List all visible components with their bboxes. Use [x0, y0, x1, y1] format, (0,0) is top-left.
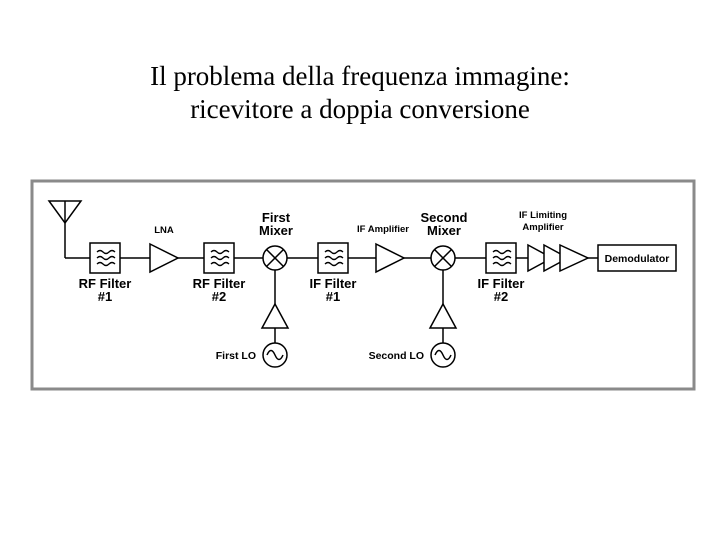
if-filter-1-icon	[317, 242, 349, 274]
if-filter-2-label: IF Filter	[478, 276, 525, 291]
rf-filter-1-icon	[89, 242, 121, 274]
slide-title: Il problema della frequenza immagine: ri…	[0, 60, 720, 126]
title-line-2: ricevitore a doppia conversione	[190, 94, 530, 124]
diagram-frame	[30, 179, 696, 391]
second-lo-label: Second LO	[369, 350, 424, 362]
if-amplifier-icon	[375, 242, 406, 274]
first-lo-label: First LO	[216, 350, 256, 362]
rf-filter-2-label: RF Filter	[193, 276, 246, 291]
if-limiting-amplifier-label-2: Amplifier	[522, 222, 563, 233]
lna-amplifier-icon	[149, 242, 180, 274]
first-mixer-label: First	[262, 210, 291, 225]
rf-filter-2-icon	[203, 242, 235, 274]
rf-filter-1-label: RF Filter	[79, 276, 132, 291]
second-lo-oscillator-icon	[430, 342, 456, 368]
second-mixer-label-2: Mixer	[427, 223, 461, 238]
if-limiting-amplifier-icon	[527, 243, 590, 273]
if-filter-1-label: IF Filter	[310, 276, 357, 291]
first-mixer-label-2: Mixer	[259, 223, 293, 238]
antenna-icon	[47, 200, 83, 225]
if-filter-1-number: #1	[326, 289, 340, 304]
first-mixer-icon	[262, 245, 288, 271]
if-filter-2-icon	[485, 242, 517, 274]
if-limiting-amplifier-label: IF Limiting	[519, 210, 567, 221]
lna-label: LNA	[154, 225, 174, 236]
receiver-block-diagram: RF Filter #1 LNA RF Filter #2 First Mixe…	[30, 179, 696, 391]
first-lo-amplifier-icon	[260, 302, 290, 329]
first-lo-oscillator-icon	[262, 342, 288, 368]
second-mixer-icon	[430, 245, 456, 271]
rf-filter-1-number: #1	[98, 289, 112, 304]
demodulator-label: Demodulator	[605, 253, 670, 265]
if-filter-2-number: #2	[494, 289, 508, 304]
if-amplifier-label: IF Amplifier	[357, 224, 409, 235]
rf-filter-2-number: #2	[212, 289, 226, 304]
title-line-1: Il problema della frequenza immagine:	[150, 61, 570, 91]
second-mixer-label: Second	[421, 210, 468, 225]
second-lo-amplifier-icon	[428, 302, 458, 329]
demodulator-block: Demodulator	[597, 244, 677, 272]
